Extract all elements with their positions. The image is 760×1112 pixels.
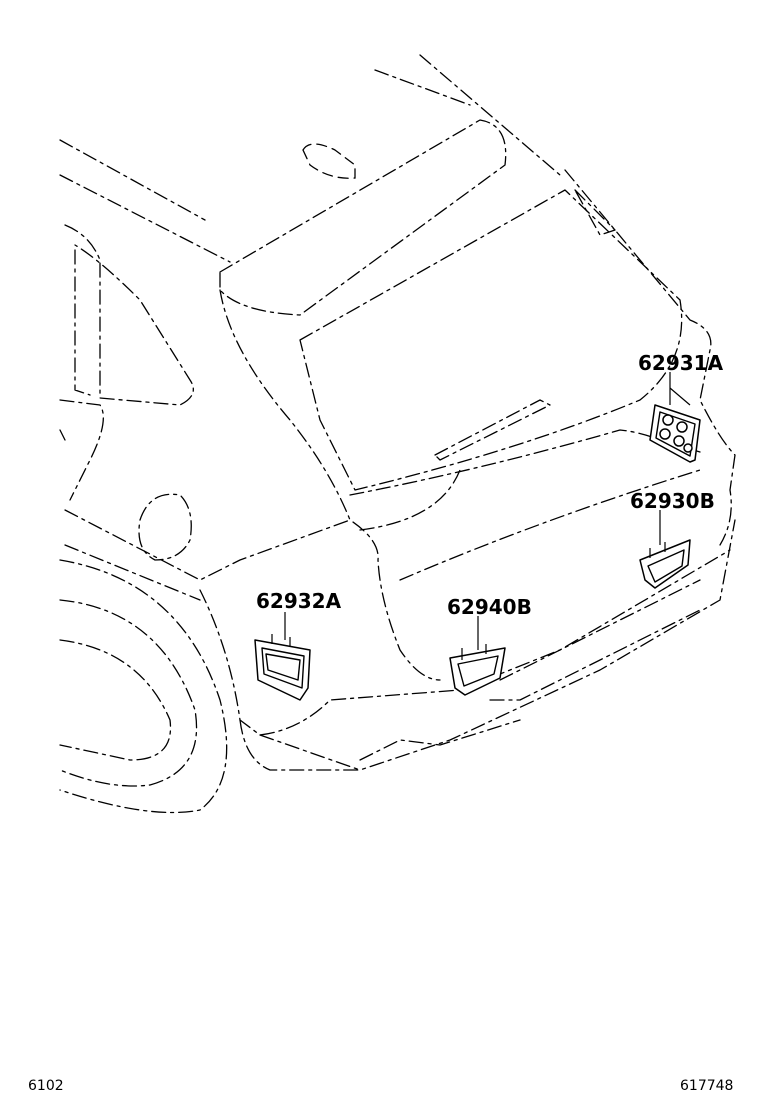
tire-inner — [59, 639, 172, 761]
roof-antenna — [302, 143, 356, 179]
part-62940b-opening — [457, 655, 499, 687]
tail-lamp-left — [359, 469, 461, 531]
part-62940b-body — [449, 647, 506, 696]
part-62930b — [639, 539, 691, 589]
tire-outer — [59, 599, 198, 787]
part-62932a-opening — [261, 647, 305, 689]
part-62932a-grille — [265, 653, 301, 681]
leader-62931a-branch — [669, 387, 691, 406]
rear-window — [299, 189, 683, 491]
footer-right-code: 617748 — [680, 1078, 734, 1094]
part-62931a-clip — [673, 435, 685, 447]
tailgate-left-edge — [219, 289, 441, 681]
c-pillar — [59, 399, 104, 501]
mirror-fragment — [59, 429, 66, 441]
license-recess-top — [399, 469, 701, 581]
window-corner — [574, 189, 616, 236]
callout-62932a: 62932A — [256, 589, 342, 613]
part-62931a-clip — [662, 414, 674, 426]
roof-line — [374, 69, 471, 106]
part-62931a-clip — [659, 428, 671, 440]
roof-edge-line — [419, 54, 561, 176]
bumper-trim-line — [499, 579, 701, 681]
side-roof-line-lower — [59, 174, 231, 263]
tailgate-right-edge — [564, 169, 736, 546]
part-62931a-frame — [655, 411, 696, 457]
body-lower-line — [64, 544, 201, 601]
fuel-door — [138, 493, 192, 561]
part-62930b-opening — [647, 549, 685, 583]
side-roof-line — [59, 139, 206, 221]
part-62940b — [449, 644, 506, 696]
side-window-frame — [74, 249, 91, 396]
callout-62931a: 62931A — [638, 351, 724, 375]
diffuser-line — [359, 719, 521, 761]
side-window — [64, 224, 194, 406]
part-62931a-clip — [683, 443, 693, 453]
part-62932a — [254, 634, 311, 701]
part-62931a-clip — [676, 421, 688, 433]
bumper-trim-line-lower — [489, 609, 701, 701]
tailgate-mid-line — [349, 429, 701, 496]
part-62931a-body — [649, 404, 701, 463]
wheel-arch — [59, 559, 228, 814]
part-62931a — [649, 404, 701, 463]
body-belt-line — [64, 509, 351, 581]
callout-62940b: 62940B — [447, 595, 532, 619]
bumper-lower — [239, 519, 736, 771]
bumper-corner — [259, 734, 361, 771]
rear-spoiler — [219, 119, 507, 316]
callout-62930b: 62930B — [630, 489, 715, 513]
footer-left-code: 6102 — [28, 1078, 64, 1094]
rear-wiper — [434, 399, 551, 461]
